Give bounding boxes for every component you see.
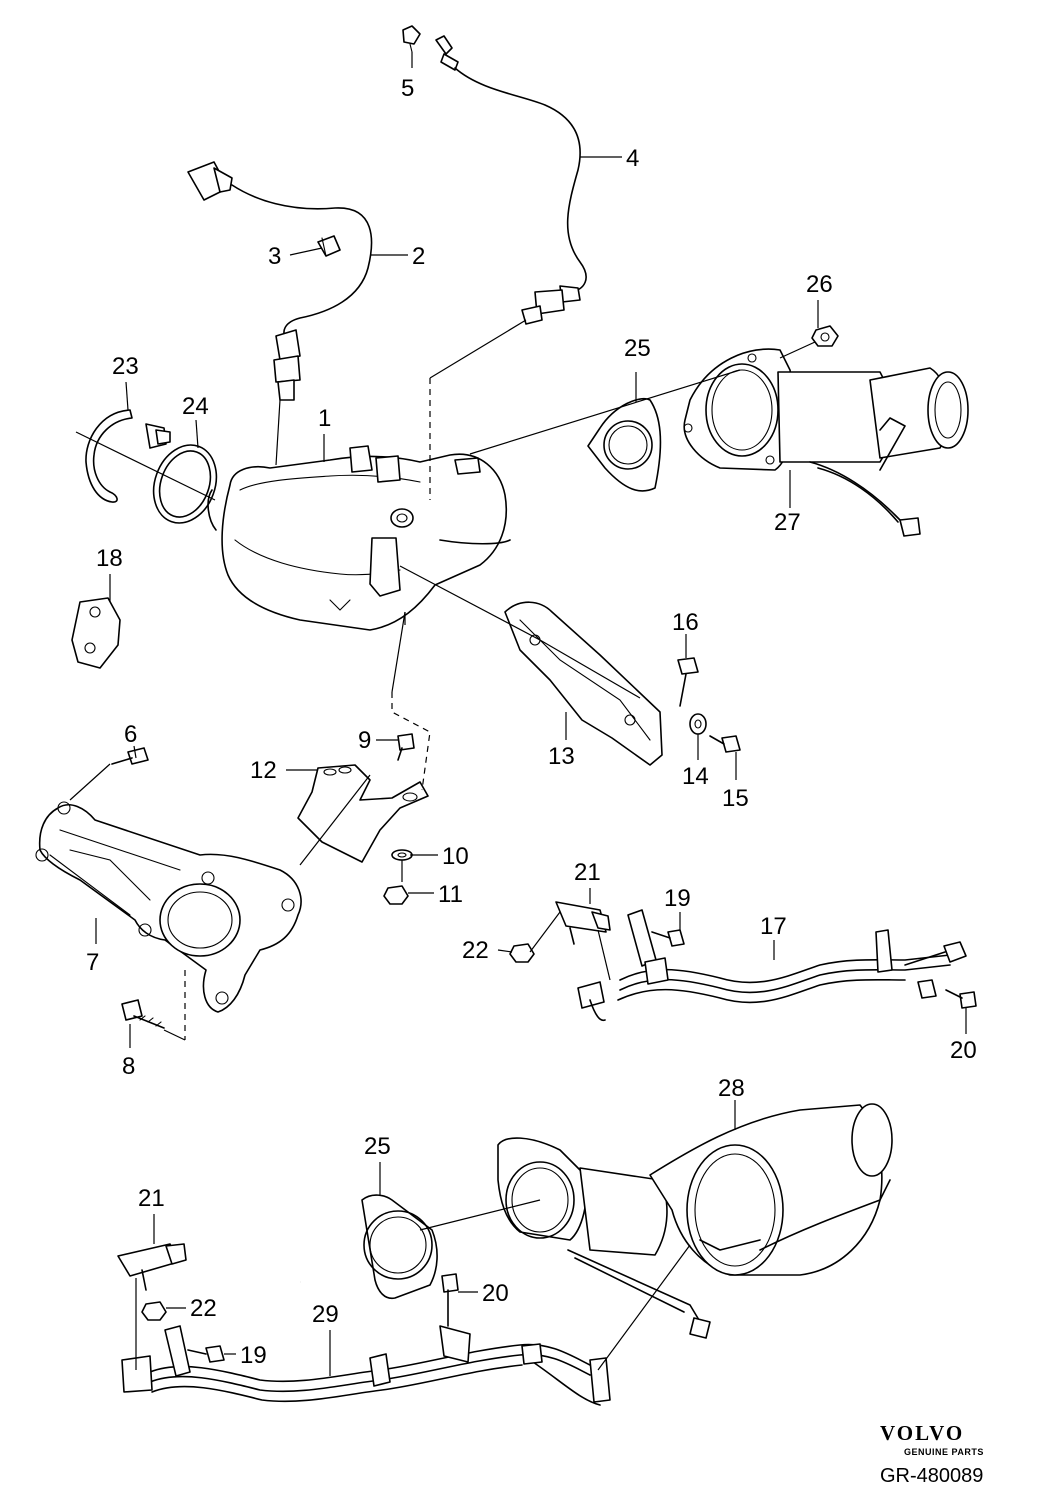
diagram-reference: GR-480089: [880, 1465, 983, 1485]
part-3-clip[interactable]: [317, 235, 341, 257]
part-4-oxygen-sensor[interactable]: [435, 35, 587, 325]
part-20-bolt-middle[interactable]: [945, 989, 977, 1009]
callout-26: 26: [806, 271, 833, 298]
callout-5: 5: [401, 75, 414, 102]
part-28-particulate-filter[interactable]: [497, 1103, 893, 1339]
callout-25-lower: 25: [364, 1133, 391, 1160]
part-14-washer[interactable]: [689, 713, 707, 735]
part-10-washer[interactable]: [391, 849, 413, 861]
brand-block: VOLVO GENUINE PARTS GR-480089: [880, 1421, 984, 1485]
callout-8: 8: [122, 1053, 135, 1080]
part-16-bolt[interactable]: [677, 657, 699, 707]
part-19-bolt-lower[interactable]: [187, 1345, 225, 1363]
part-19-bolt-middle[interactable]: [651, 929, 685, 947]
callout-1: 1: [318, 405, 331, 432]
part-21-pressure-sensor-lower[interactable]: [117, 1243, 187, 1291]
callout-17: 17: [760, 913, 787, 940]
callout-10: 10: [442, 843, 469, 870]
part-2-oxygen-sensor[interactable]: [187, 161, 373, 401]
part-29-pipe-assembly[interactable]: [121, 1325, 611, 1406]
part-15-bolt[interactable]: [709, 735, 741, 753]
part-23-clamp[interactable]: [85, 409, 171, 503]
callout-4: 4: [626, 145, 639, 172]
callout-29: 29: [312, 1301, 339, 1328]
callout-21-middle: 21: [574, 859, 601, 886]
callout-28: 28: [718, 1075, 745, 1102]
callout-18: 18: [96, 545, 123, 572]
callout-25-upper: 25: [624, 335, 651, 362]
part-8-bolt[interactable]: [121, 999, 165, 1029]
callout-20-middle: 20: [950, 1037, 977, 1064]
brand-subtitle: GENUINE PARTS: [904, 1447, 984, 1457]
part-22-nut-middle[interactable]: [509, 943, 535, 963]
brand-logo: VOLVO: [880, 1421, 964, 1445]
part-1-manifold-housing[interactable]: [207, 445, 511, 631]
part-12-support-bracket[interactable]: [297, 764, 429, 863]
callout-15: 15: [722, 785, 749, 812]
callout-19-lower: 19: [240, 1342, 267, 1369]
callout-24: 24: [182, 393, 209, 420]
callout-14: 14: [682, 763, 709, 790]
callout-6: 6: [124, 721, 137, 748]
callout-13: 13: [548, 743, 575, 770]
callout-11: 11: [438, 881, 463, 908]
callout-12: 12: [250, 757, 277, 784]
part-7-mount-bracket[interactable]: [35, 801, 302, 1013]
part-6-bolt[interactable]: [111, 747, 149, 765]
callout-16: 16: [672, 609, 699, 636]
callout-20-lower: 20: [482, 1280, 509, 1307]
part-11-nut[interactable]: [383, 885, 409, 905]
callout-9: 9: [358, 727, 371, 754]
callout-23: 23: [112, 353, 139, 380]
part-27-catalytic-converter[interactable]: [683, 348, 969, 537]
callout-22-lower: 22: [190, 1295, 217, 1322]
part-9-bolt[interactable]: [397, 733, 415, 761]
callout-27: 27: [774, 509, 801, 536]
part-13-heat-shield-bracket[interactable]: [504, 601, 663, 766]
callout-21-lower: 21: [138, 1185, 165, 1212]
callout-7: 7: [86, 949, 99, 976]
part-25-gasket-upper[interactable]: [587, 398, 662, 492]
part-5-clip[interactable]: [402, 25, 421, 53]
part-18-bracket[interactable]: [71, 597, 121, 669]
part-25-gasket-lower[interactable]: [361, 1194, 438, 1300]
part-17-pipe-assembly[interactable]: [577, 909, 967, 1022]
part-26-nut[interactable]: [811, 325, 839, 347]
part-21-pressure-sensor-middle[interactable]: [555, 901, 611, 945]
callout-19-middle: 19: [664, 885, 691, 912]
callout-3: 3: [268, 243, 281, 270]
part-22-nut-lower[interactable]: [141, 1301, 167, 1321]
leader-lines: [69, 52, 967, 1376]
part-24-gasket-ring[interactable]: [143, 436, 227, 532]
callout-2: 2: [412, 243, 425, 270]
callout-labels: 5 4 3 2 26 25 23 24 1 27 18 16 6 9 13 12…: [86, 75, 977, 1369]
part-20-bolt-lower[interactable]: [441, 1273, 459, 1327]
callout-22-middle: 22: [462, 937, 489, 964]
